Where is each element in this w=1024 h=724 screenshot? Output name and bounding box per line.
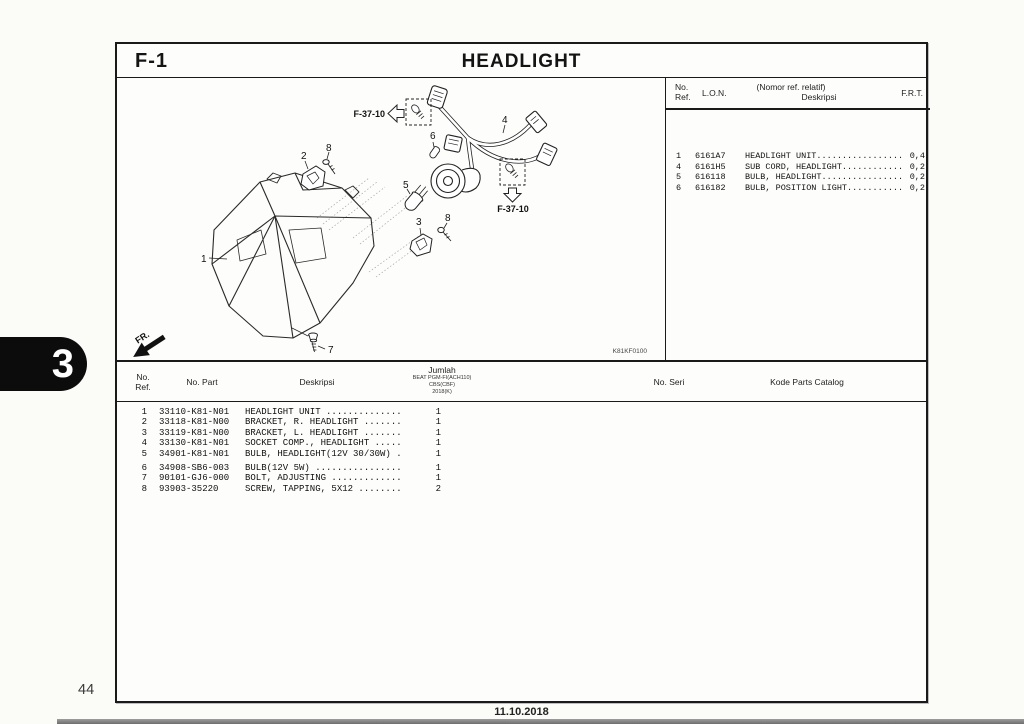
callout-numbers: 1 2 3 4 5 6 7 8 8 (201, 115, 508, 356)
fr-arrow-icon (133, 334, 166, 358)
parts-col-noref: No. Ref. (135, 372, 151, 392)
ref-col-nomor: (Nomor ref. relatif) (756, 82, 826, 92)
section-code: F-1 (135, 50, 168, 72)
parts-group-2: 6 34908-SB6-003 BULB(12V 5W) ...........… (117, 463, 926, 494)
headlight-diagram: 1 2 3 4 5 6 7 8 8 F-37-10 F-37-10 FR. K8… (133, 85, 648, 358)
parts-row: 8 93903-35220 SCREW, TAPPING, 5X12 .....… (141, 483, 441, 494)
sheet-header: F-1 HEADLIGHT (117, 44, 926, 78)
page-title: HEADLIGHT (461, 51, 582, 72)
callout-2: 2 (301, 151, 307, 162)
callout-8a: 8 (326, 143, 332, 154)
wiring-harness (435, 102, 545, 172)
callout-1: 1 (201, 254, 207, 265)
parts-col-deskripsi: Deskripsi (299, 377, 335, 387)
parts-col-kode: Kode Parts Catalog (770, 377, 844, 387)
ref-box-bottom (499, 158, 526, 203)
ref-table-row: 6 616182 BULB, POSITION LIGHT...........… (676, 182, 925, 193)
headlight-bulb (404, 184, 428, 211)
parts-row: 7 90101-GJ6-000 BOLT, ADJUSTING ........… (141, 473, 441, 484)
ref-table-row: 5 616118 BULB, HEADLIGHT................… (676, 172, 925, 182)
callout-7: 7 (328, 345, 334, 356)
print-date: 11.10.2018 (494, 706, 549, 718)
parts-table-header: No. Ref. No. Part Deskripsi Jumlah BEAT … (117, 360, 926, 402)
ref-col-frt: F.R.T. (901, 88, 923, 98)
shading-hatch (316, 177, 426, 278)
parts-row: 2 33118-K81-N00 BRACKET, R. HEADLIGHT ..… (141, 417, 441, 428)
parts-row: 3 33119-K81-N00 BRACKET, L. HEADLIGHT ..… (141, 427, 441, 438)
parts-col-part: No. Part (186, 377, 218, 387)
ref-table-row: 1 6161A7 HEADLIGHT UNIT.................… (676, 151, 925, 161)
ref-label-bottom: F-37-10 (497, 204, 529, 214)
bracket-right (300, 159, 336, 191)
callout-3: 3 (416, 217, 422, 228)
page-edge-shadow (57, 719, 1024, 724)
parts-row: 4 33130-K81-N01 SOCKET COMP., HEADLIGHT … (141, 438, 441, 449)
chapter-tab: 3 (0, 337, 87, 391)
callout-leaders (208, 124, 506, 350)
parts-group-1: 1 33110-K81-N01 HEADLIGHT UNIT .........… (117, 407, 926, 459)
diagram-code: K81KF0100 (613, 348, 648, 355)
callout-4: 4 (502, 115, 508, 126)
headlight-unit-art (211, 172, 375, 339)
callout-5: 5 (403, 180, 409, 191)
bracket-left (409, 226, 452, 257)
parts-row: 6 34908-SB6-003 BULB(12V 5W) ...........… (141, 463, 441, 474)
callout-8b: 8 (445, 213, 451, 224)
position-bulb (429, 146, 441, 159)
parts-row: 1 33110-K81-N01 HEADLIGHT UNIT .........… (141, 407, 441, 417)
ref-table-row: 4 6161H5 SUB CORD, HEADLIGHT............… (676, 161, 925, 172)
ref-label-top: F-37-10 (353, 109, 385, 119)
ref-col-deskripsi: Deskripsi (801, 92, 837, 102)
adjusting-bolt (308, 332, 318, 353)
ref-table-header: No. Ref. L.O.N. (Nomor ref. relatif) Des… (666, 78, 930, 110)
callout-6: 6 (430, 131, 436, 142)
socket-reflector (430, 163, 481, 199)
ref-box-top (387, 98, 432, 126)
chapter-number: 3 (51, 342, 74, 386)
ref-col-noref: No. Ref. (675, 82, 691, 102)
parts-table-body: 1 33110-K81-N01 HEADLIGHT UNIT .........… (117, 402, 926, 494)
fr-label: FR. (133, 329, 151, 345)
catalog-sheet: F-1 HEADLIGHT (115, 42, 930, 703)
front-direction-arrow: FR. (133, 329, 166, 358)
parts-row: 5 34901-K81-N01 BULB, HEADLIGHT(12V 30/3… (141, 448, 441, 459)
exploded-diagram: 1 2 3 4 5 6 7 8 8 F-37-10 F-37-10 FR. K8… (117, 78, 665, 360)
ref-table: No. Ref. L.O.N. (Nomor ref. relatif) Des… (665, 78, 930, 360)
page-number: 44 (78, 682, 95, 698)
ref-table-rows: 1 6161A7 HEADLIGHT UNIT.................… (666, 110, 930, 193)
harness-connectors (426, 85, 558, 167)
parts-col-jumlah: Jumlah BEAT PGM-FI(ACH110) CBS(CBF) 2018… (412, 365, 472, 395)
ref-col-lon: L.O.N. (702, 88, 727, 98)
parts-col-seri: No. Seri (653, 377, 685, 387)
